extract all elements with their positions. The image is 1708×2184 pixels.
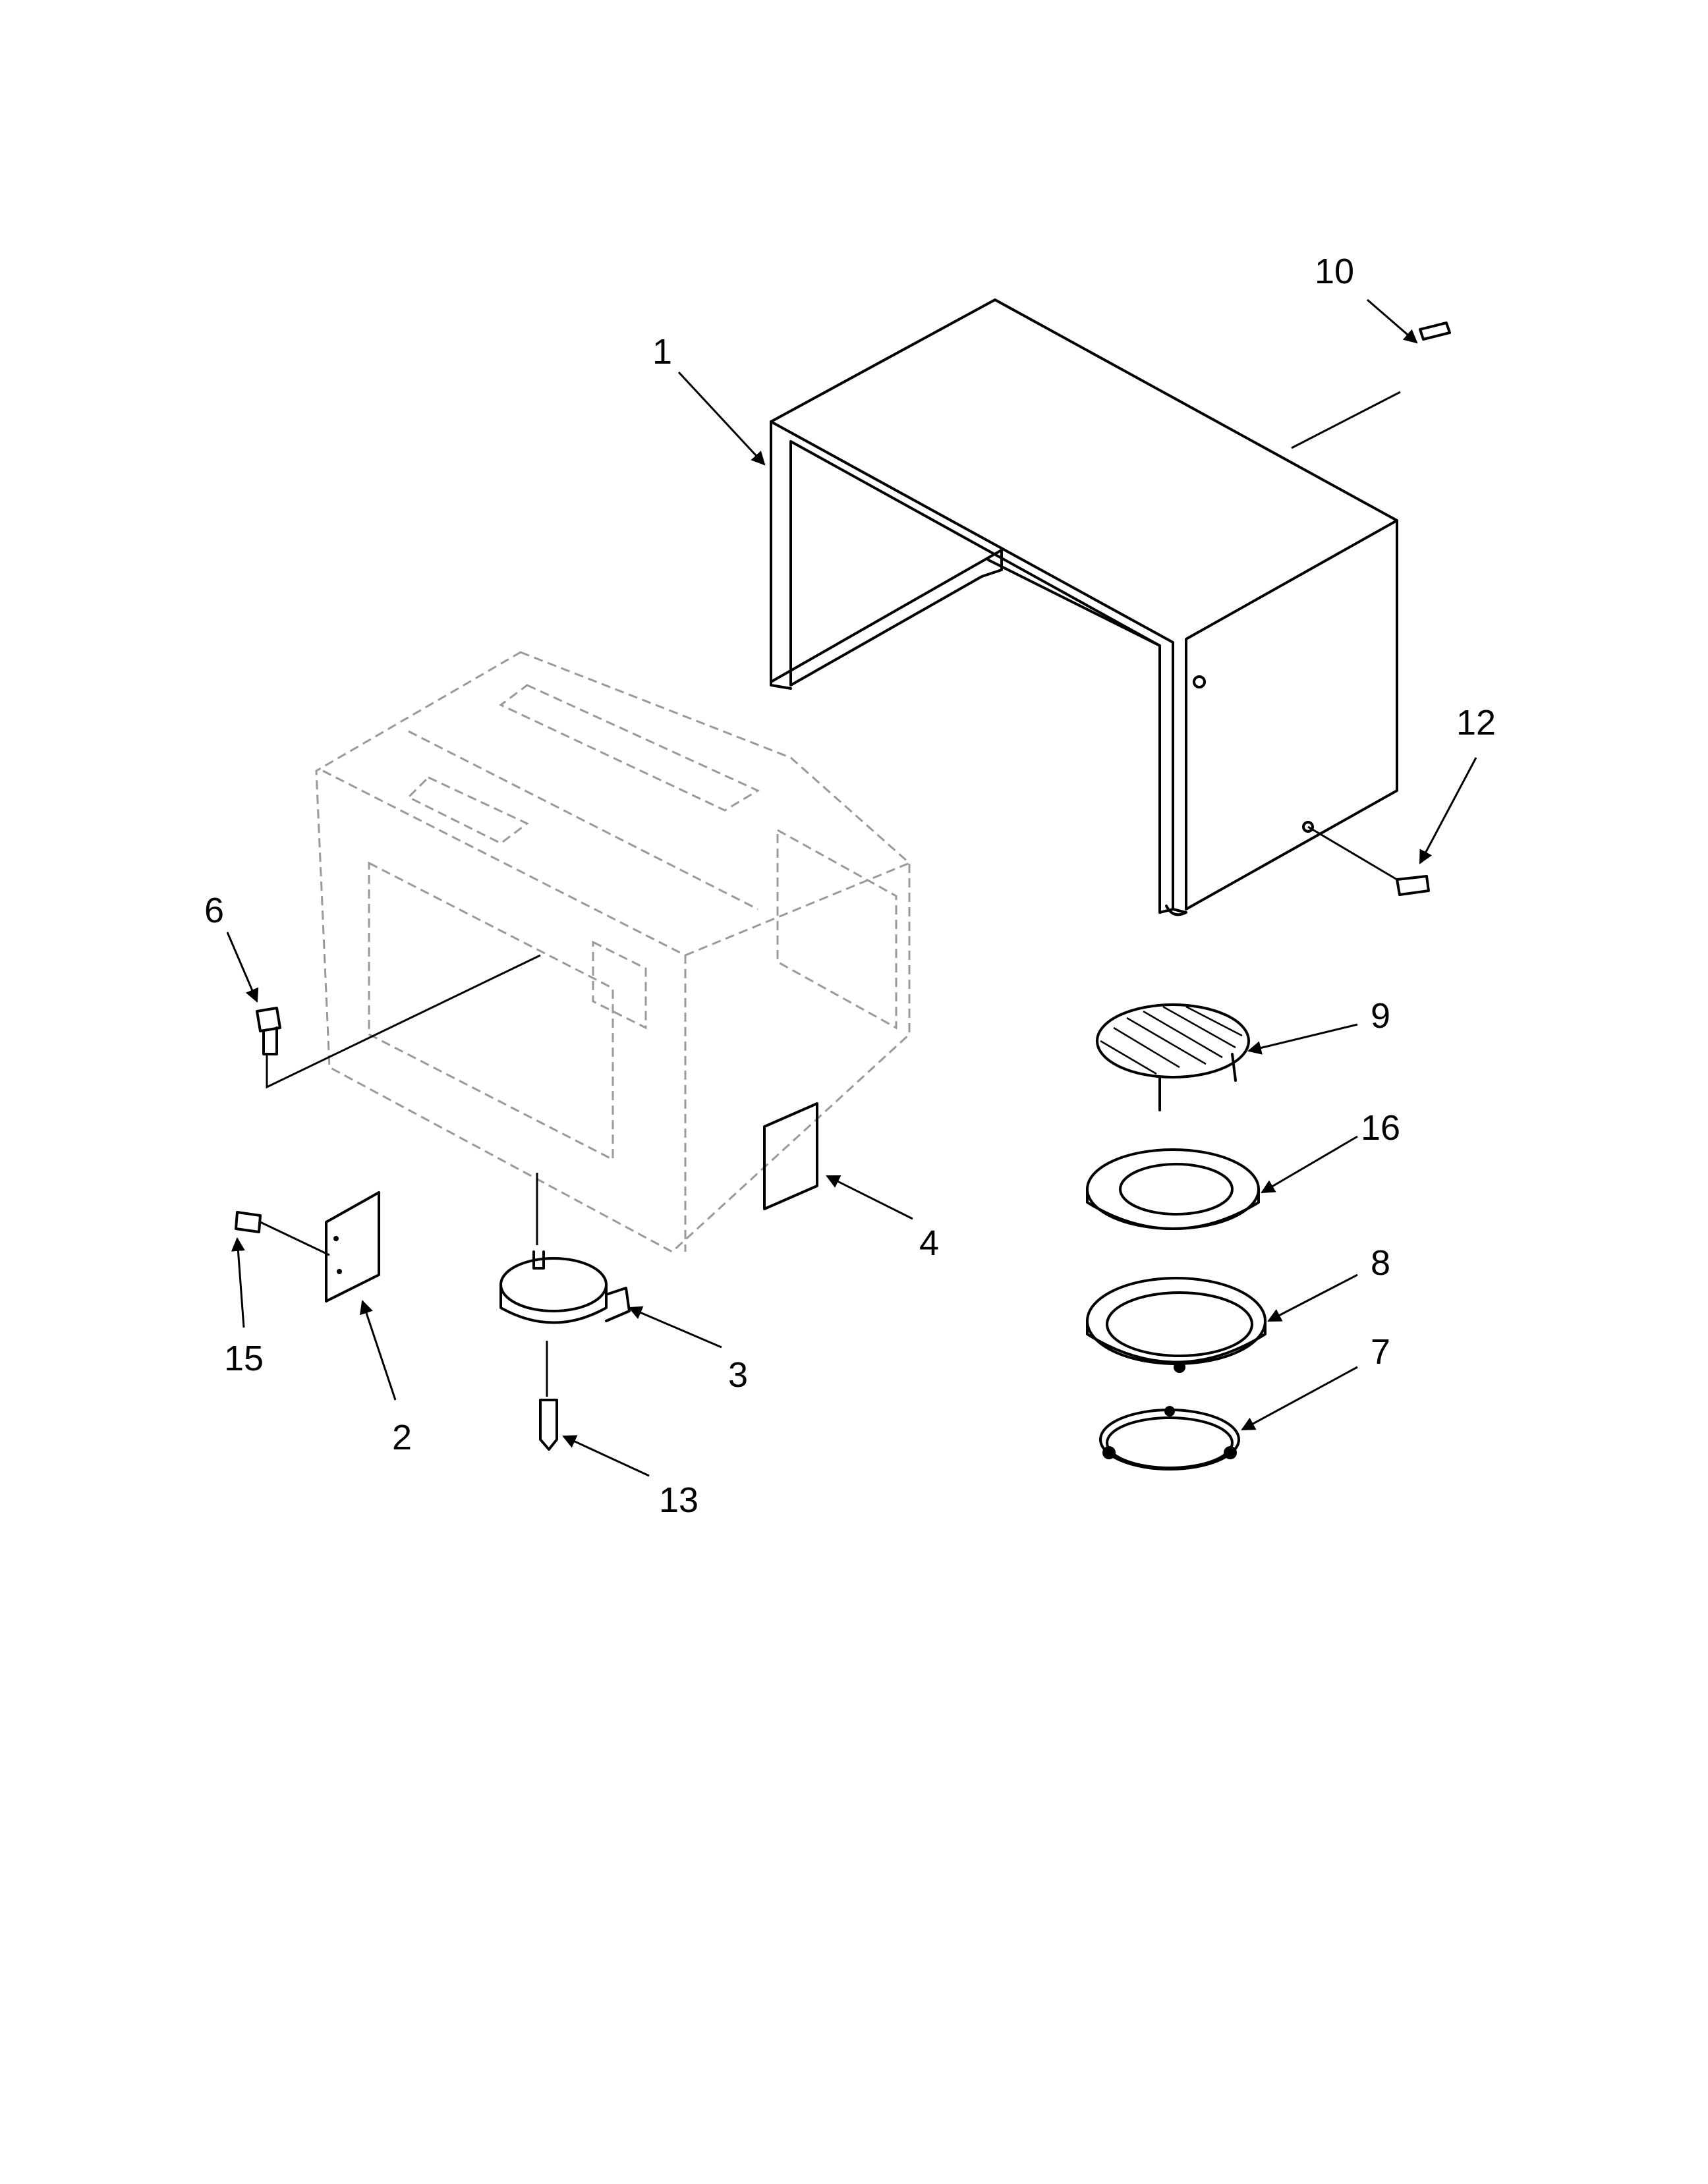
- screw-part-15: [235, 1211, 330, 1256]
- callout-1: 1: [652, 332, 672, 372]
- arrow-6: [226, 932, 259, 1003]
- cover-part-4: [763, 1102, 818, 1210]
- leader-arrows: [226, 298, 1477, 1477]
- plate-part-2: [325, 1191, 380, 1302]
- screw-part-12: [1307, 826, 1430, 896]
- turntable-part-8: [1086, 1277, 1267, 1373]
- arrow-7: [1241, 1366, 1358, 1431]
- arrow-16: [1261, 1135, 1358, 1194]
- callout-4: 4: [919, 1223, 939, 1263]
- screw-part-10: [1291, 322, 1451, 449]
- callout-13: 13: [659, 1480, 698, 1520]
- arrow-10: [1367, 298, 1418, 344]
- arrow-1: [677, 371, 766, 466]
- outer-wrapper: [770, 298, 1398, 916]
- tray-part-16: [1086, 1148, 1260, 1230]
- arrow-3: [628, 1306, 722, 1349]
- roller-ring-part-7: [1099, 1406, 1240, 1470]
- arrow-15: [231, 1237, 245, 1328]
- callout-8: 8: [1371, 1243, 1390, 1283]
- rack-part-9: [1096, 1003, 1250, 1111]
- callout-10: 10: [1315, 252, 1354, 291]
- callout-labels: 1 2 3 4 6 7 8 9 10 12 13 15 16: [204, 252, 1496, 1520]
- arrow-4: [826, 1175, 913, 1220]
- callout-2: 2: [392, 1418, 412, 1457]
- screw-part-13: [539, 1341, 558, 1451]
- callout-9: 9: [1371, 996, 1390, 1036]
- callout-6: 6: [204, 891, 224, 930]
- callout-15: 15: [224, 1339, 264, 1378]
- callout-3: 3: [728, 1355, 748, 1395]
- arrow-2: [360, 1300, 397, 1401]
- arrow-13: [562, 1435, 650, 1477]
- callout-12: 12: [1456, 703, 1496, 742]
- callout-16: 16: [1361, 1108, 1400, 1148]
- fitting-part-6: [256, 954, 541, 1089]
- arrow-8: [1267, 1274, 1358, 1322]
- chassis-ghost: [315, 651, 911, 1253]
- arrow-9: [1247, 1023, 1358, 1055]
- motor-part-3: [499, 1173, 631, 1324]
- callout-7: 7: [1371, 1332, 1390, 1372]
- arrow-12: [1419, 757, 1477, 864]
